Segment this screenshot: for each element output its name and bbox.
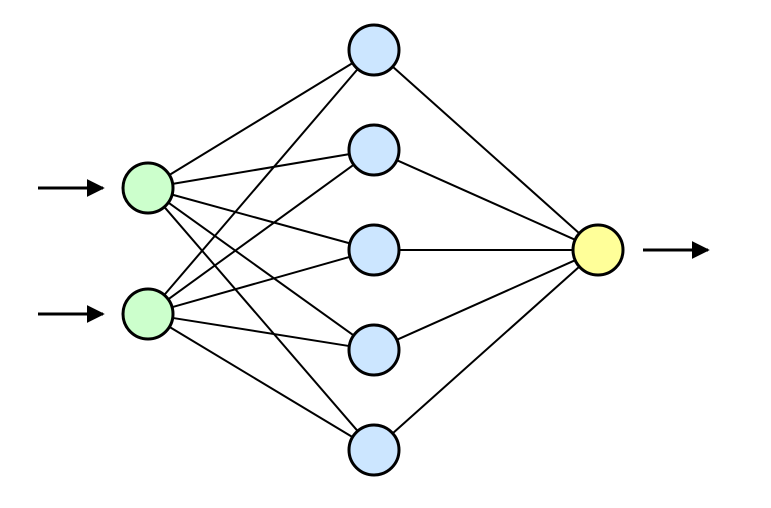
- hidden-neuron-1: [347, 23, 401, 77]
- connection-input-2-to-hidden-1: [163, 68, 359, 296]
- output-neuron-1: [571, 223, 625, 277]
- connection-input-1-to-hidden-3: [171, 193, 351, 245]
- hidden-neuron-2: [347, 123, 401, 177]
- connection-input-1-to-hidden-4: [167, 201, 355, 337]
- connection-input-2-to-hidden-3: [171, 255, 351, 309]
- connections: [163, 62, 581, 438]
- hidden-neuron-3: [347, 223, 401, 277]
- io-arrows: [38, 179, 710, 323]
- hidden-neuron-5: [347, 423, 401, 477]
- connection-hidden-4-to-output-1: [396, 259, 576, 341]
- connection-hidden-1-to-output-1: [391, 65, 581, 235]
- connection-hidden-2-to-output-1: [396, 159, 576, 241]
- hidden-neuron-4: [347, 323, 401, 377]
- connection-hidden-5-to-output-1: [391, 265, 581, 435]
- neurons: [121, 23, 625, 477]
- connection-input-1-to-hidden-2: [172, 153, 350, 185]
- connection-input-2-to-hidden-5: [168, 326, 354, 438]
- input-neuron-2: [121, 287, 175, 341]
- input-neuron-1: [121, 161, 175, 215]
- connection-input-2-to-hidden-2: [167, 163, 355, 301]
- connection-input-1-to-hidden-1: [168, 62, 354, 176]
- connection-input-1-to-hidden-5: [163, 206, 359, 432]
- connection-input-2-to-hidden-4: [172, 316, 350, 348]
